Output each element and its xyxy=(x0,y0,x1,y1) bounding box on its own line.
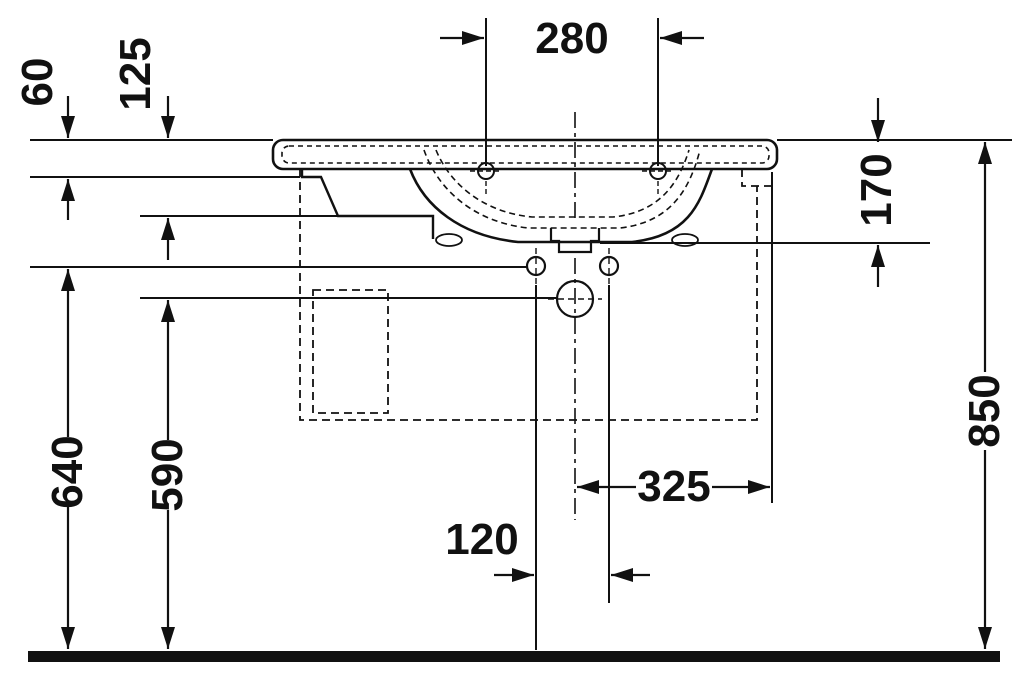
bowl-interior-hidden-1 xyxy=(423,149,701,229)
dimension-lines xyxy=(61,31,992,649)
hidden-right-step xyxy=(741,169,777,187)
basin-rim-outline xyxy=(271,138,779,171)
dim-taphole-spacing-label: 280 xyxy=(535,14,608,63)
bowl-pad-right xyxy=(671,233,699,247)
bowl-pad-left xyxy=(435,233,463,247)
dim-drain-to-edge-label: 325 xyxy=(637,462,710,511)
floor-line xyxy=(28,651,1000,662)
hidden-cabinet-outline xyxy=(299,169,758,421)
dim-rim-edge-drop-label: 60 xyxy=(13,58,62,107)
basin-rim-inner-hidden-edge xyxy=(281,145,770,164)
dim-drain-offset-label: 170 xyxy=(852,153,901,226)
fixing-hole-left xyxy=(525,255,547,277)
dimension-labels: 280 60 125 170 850 640 590 325 120 xyxy=(13,14,1009,564)
dim-basin-depth-label: 125 xyxy=(111,37,160,110)
dim-overall-height-label: 850 xyxy=(960,374,1009,447)
fixing-hole-right xyxy=(598,255,620,277)
reference-lines xyxy=(30,18,1012,650)
bowl-underside xyxy=(408,168,714,244)
dim-fixing-height-label: 640 xyxy=(43,435,92,508)
washbasin-body xyxy=(271,112,779,520)
bowl-interior-hidden-2 xyxy=(435,149,690,218)
drain-outlet xyxy=(549,228,601,254)
dim-drain-height-label: 590 xyxy=(143,438,192,511)
left-profile-step xyxy=(300,169,435,239)
dim-fixing-spacing-label: 120 xyxy=(445,515,518,564)
hidden-siphon-cover xyxy=(312,289,389,414)
